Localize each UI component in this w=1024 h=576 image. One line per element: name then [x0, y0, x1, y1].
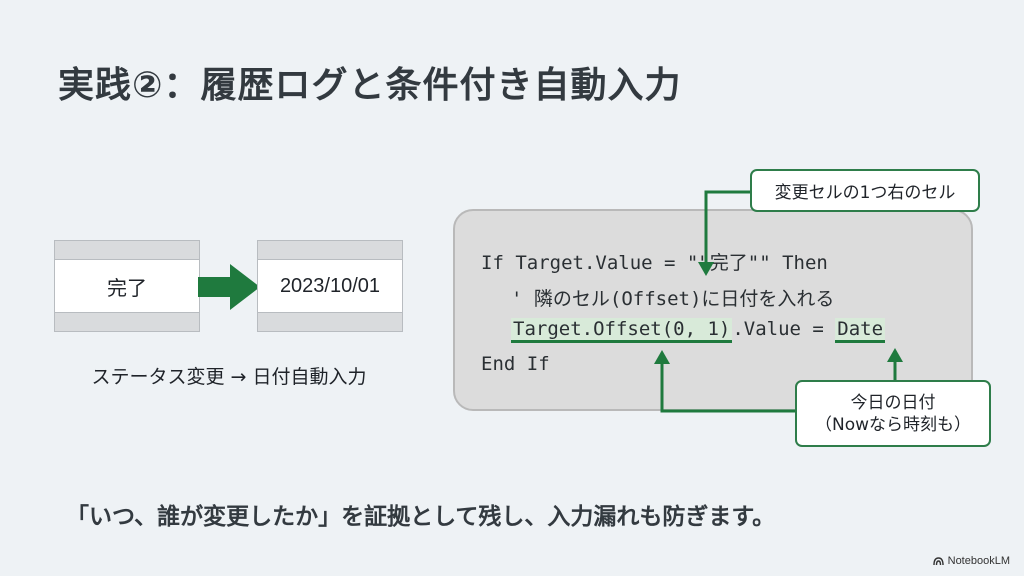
slide-title: 実践②：履歴ログと条件付き自動入力	[58, 65, 682, 106]
cell-row-above	[258, 241, 402, 260]
cell-row-below	[258, 312, 402, 331]
date-cell: 2023/10/01	[257, 240, 403, 332]
status-cell-value: 完了	[107, 277, 147, 300]
date-callout-line1: 今日の日付	[850, 392, 936, 413]
cell-row-below	[55, 312, 199, 331]
date-callout-line2: （Nowなら時刻も）	[814, 414, 972, 435]
offset-callout: 変更セルの1つ右のセル	[750, 169, 980, 212]
date-highlight: Date	[835, 318, 886, 343]
right-arrow-icon	[198, 264, 260, 310]
summary-text: 「いつ、誰が変更したか」を証拠として残し、入力漏れも防ぎます。	[66, 504, 776, 530]
status-cell: 完了	[54, 240, 200, 332]
brand-label: NotebookLM	[947, 555, 1010, 567]
code-line-comment: ' 隣のセル(Offset)に日付を入れる	[511, 288, 835, 310]
code-line-assign: Target.Offset(0, 1).Value = Date	[511, 318, 886, 343]
date-callout: 今日の日付 （Nowなら時刻も）	[795, 380, 991, 447]
cell-row-above	[55, 241, 199, 260]
date-cell-value: 2023/10/01	[279, 274, 381, 297]
flow-caption: ステータス変更 → 日付自動入力	[91, 366, 367, 388]
code-line-if: If Target.Value = ""完了"" Then	[481, 252, 828, 274]
code-line-endif: End If	[481, 353, 550, 375]
assign-operator: .Value =	[732, 318, 836, 340]
offset-highlight: Target.Offset(0, 1)	[511, 318, 733, 343]
notebooklm-logo-icon	[932, 556, 944, 565]
brand-watermark: NotebookLM	[932, 555, 1010, 567]
